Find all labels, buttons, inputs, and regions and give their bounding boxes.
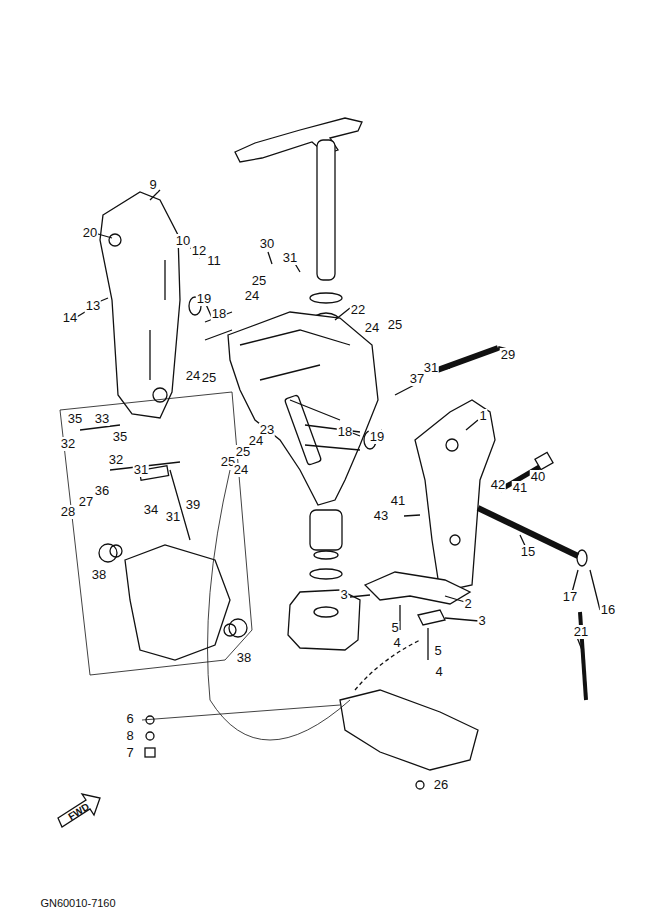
callout-number: 42 [490,478,506,492]
callout-number: 18 [337,425,353,439]
callout-number: 2 [463,597,472,611]
callout-number: 5 [433,644,442,658]
callout-number: 33 [94,412,110,426]
callout-number: 27 [78,495,94,509]
callout-number: 12 [191,244,207,258]
callout-number: 4 [434,665,443,679]
callout-number: 36 [94,484,110,498]
callout-number: 3 [339,588,348,602]
callout-number: 17 [562,590,578,604]
callout-number: 16 [600,603,616,617]
callout-number: 29 [500,348,516,362]
callout-number: 6 [125,712,134,726]
callout-number: 9 [148,178,157,192]
callout-number: 21 [573,625,589,639]
callout-number: 31 [165,510,181,524]
callout-number: 24 [244,289,260,303]
callout-number: 13 [85,299,101,313]
callout-number: 38 [91,568,107,582]
callout-number: 24 [233,463,249,477]
callout-number: 39 [185,498,201,512]
callout-number: 5 [390,621,399,635]
callout-number: 7 [125,746,134,760]
callout-number: 19 [196,292,212,306]
callout-number: 32 [108,453,124,467]
callout-number: 20 [82,226,98,240]
callout-number: 26 [433,778,449,792]
callout-number: 41 [390,494,406,508]
callout-number: 34 [143,503,159,517]
callout-number: 22 [350,303,366,317]
callout-number: 31 [133,463,149,477]
callout-number: 31 [423,361,439,375]
callout-number: 32 [60,437,76,451]
callout-number: 43 [373,509,389,523]
callout-number: 15 [520,545,536,559]
callout-number: 14 [62,311,78,325]
callout-number: 30 [259,237,275,251]
callout-number: 3 [477,614,486,628]
callout-number: 1 [478,409,487,423]
callout-number: 25 [235,445,251,459]
callout-number: 37 [409,372,425,386]
callout-number: 35 [112,430,128,444]
callout-number: 25 [251,274,267,288]
drawing-code: GN60010-7160 [39,896,116,910]
callout-number: 4 [392,636,401,650]
callout-number: 41 [512,481,528,495]
callout-number: 18 [211,307,227,321]
callout-number: 19 [369,430,385,444]
callout-number: 24 [185,369,201,383]
callout-number: 10 [175,234,191,248]
callout-number: 25 [387,318,403,332]
callout-number: 38 [236,651,252,665]
callout-number: 8 [125,729,134,743]
callout-number: 11 [206,254,222,268]
callout-number: 28 [60,505,76,519]
callout-number: 24 [364,321,380,335]
callout-number: 35 [67,412,83,426]
callout-number: 31 [282,251,298,265]
callout-number: 40 [530,470,546,484]
callout-number: 25 [201,371,217,385]
